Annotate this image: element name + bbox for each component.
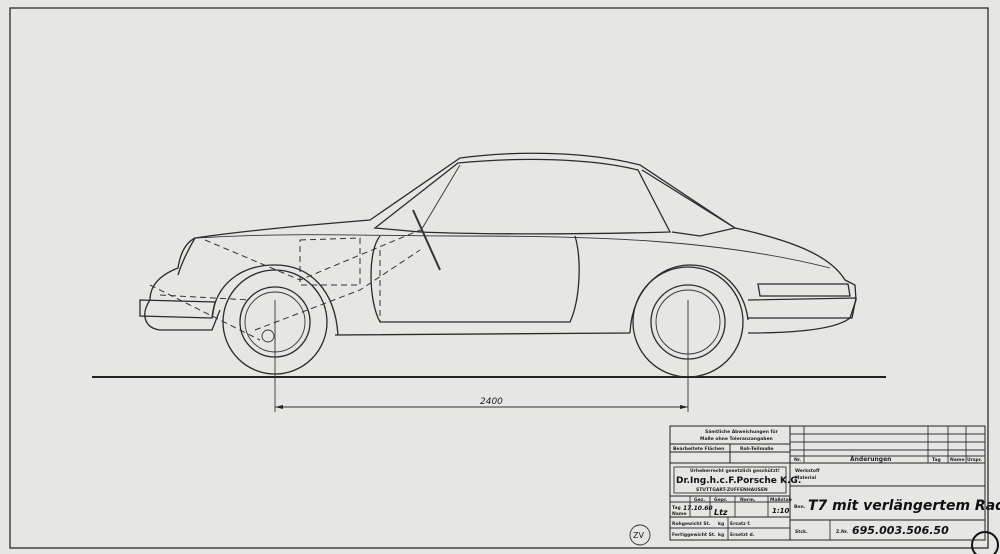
side-window <box>373 158 672 235</box>
svg-text:Ben.: Ben. <box>794 504 806 510</box>
steering-column <box>412 209 441 271</box>
front-wheel-arch <box>211 264 339 336</box>
svg-text:Gez.: Gez. <box>694 497 705 503</box>
wheelbase-dimension <box>274 300 689 412</box>
svg-text:Material: Material <box>795 475 817 481</box>
svg-text:Werkstoff: Werkstoff <box>795 468 820 474</box>
front-bumper <box>139 299 216 319</box>
drawing-title: T7 mit verlängertem Radstand <box>808 498 1000 514</box>
svg-text:Fertiggewicht St.: Fertiggewicht St. <box>672 532 716 538</box>
svg-text:1:10: 1:10 <box>772 507 790 515</box>
svg-text:Name: Name <box>950 457 965 463</box>
svg-text:Ersetzt d.: Ersetzt d. <box>730 532 755 538</box>
belt-line <box>194 234 831 269</box>
wheelbase-label: 2400 <box>480 397 503 407</box>
svg-text:Maße ohne Toleranzangaben: Maße ohne Toleranzangaben <box>700 436 773 442</box>
drawing-number: 695.003.506.50 <box>852 524 949 537</box>
a-pillar <box>419 164 461 233</box>
svg-text:Urspr.: Urspr. <box>967 457 982 463</box>
svg-text:Norm.: Norm. <box>740 497 756 503</box>
door-outline <box>370 235 580 323</box>
svg-text:kg: kg <box>718 521 724 527</box>
car-body-outline <box>144 152 857 336</box>
svg-text:Ersatz f.: Ersatz f. <box>730 521 751 527</box>
svg-text:STUTTGART-ZUFFENHAUSEN: STUTTGART-ZUFFENHAUSEN <box>696 487 768 493</box>
svg-text:Sämtliche Abweichungen für: Sämtliche Abweichungen für <box>705 429 779 435</box>
title-block-text: Sämtliche Abweichungen für Maße ohne Tol… <box>672 429 1000 538</box>
sheet-border <box>9 7 989 549</box>
rear-wheel-arch <box>629 264 749 334</box>
svg-text:Rohgewicht St.: Rohgewicht St. <box>672 521 711 527</box>
svg-text:kg: kg <box>718 532 724 538</box>
svg-text:Roh-Teilmaße: Roh-Teilmaße <box>740 446 774 452</box>
zv-stamp-text: ZV <box>633 531 644 540</box>
svg-text:Tag: Tag <box>932 457 941 463</box>
hidden-lines <box>149 229 421 341</box>
rear-window <box>641 169 737 237</box>
svg-text:17.10.60: 17.10.60 <box>683 505 713 512</box>
svg-text:Z.Nr.: Z.Nr. <box>836 529 848 535</box>
svg-text:Dr.Ing.h.c.F.Porsche K.G.: Dr.Ing.h.c.F.Porsche K.G. <box>676 476 801 486</box>
headlight-outline <box>177 237 196 276</box>
rear-bumper <box>747 297 857 319</box>
svg-text:Nr.: Nr. <box>794 457 801 463</box>
svg-text:Ltz: Ltz <box>714 508 728 517</box>
svg-text:Änderungen: Änderungen <box>850 456 891 463</box>
svg-text:Maßstab: Maßstab <box>770 497 793 503</box>
title-block <box>669 425 986 541</box>
svg-text:Tag: Tag <box>672 505 681 511</box>
svg-text:Urheberrecht gesetzlich geschü: Urheberrecht gesetzlich geschützt! <box>690 468 780 474</box>
tail-light <box>757 283 851 297</box>
svg-text:Bearbeitete Flächen: Bearbeitete Flächen <box>673 446 724 452</box>
svg-text:Name: Name <box>672 511 687 517</box>
svg-text:Gepr.: Gepr. <box>714 497 728 503</box>
steering-point <box>261 329 275 343</box>
svg-text:Stck.: Stck. <box>795 529 808 535</box>
zv-stamp <box>629 524 651 546</box>
